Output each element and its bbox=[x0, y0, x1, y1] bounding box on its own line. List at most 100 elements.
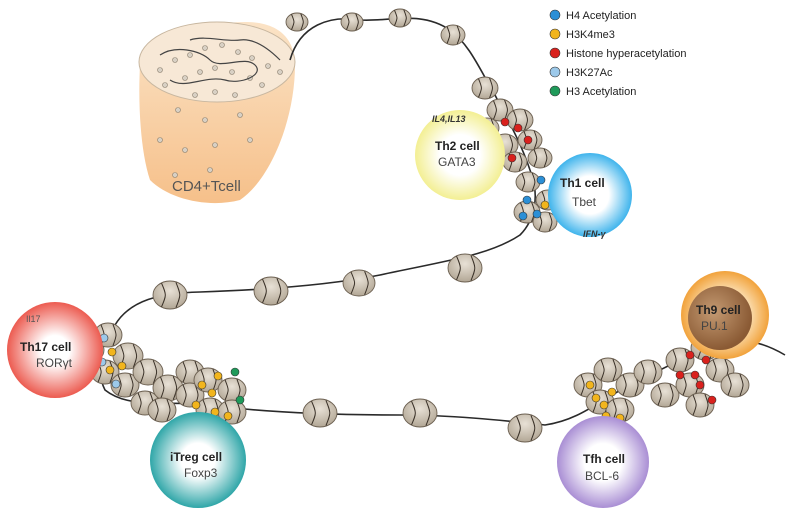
dna-fiber bbox=[99, 17, 786, 426]
nucleosome bbox=[440, 24, 466, 46]
legend-item: Histone hyperacetylation bbox=[549, 47, 686, 60]
nucleosome-dot bbox=[219, 42, 225, 48]
histone-mark bbox=[107, 347, 117, 357]
nucleosome-dot bbox=[259, 82, 265, 88]
nucleosome-dot bbox=[202, 45, 208, 51]
histone-mark bbox=[105, 365, 115, 375]
nucleosome bbox=[447, 253, 483, 283]
histone-mark bbox=[230, 367, 240, 377]
th2-tf: GATA3 bbox=[438, 155, 476, 169]
histone-mark bbox=[522, 195, 532, 205]
th2-cell: IL4,IL13 Th2 cell GATA3 bbox=[415, 110, 505, 200]
legend-swatch bbox=[549, 9, 561, 21]
nucleosome-dot bbox=[197, 69, 203, 75]
nucleosome bbox=[720, 372, 750, 398]
histone-mark bbox=[585, 380, 595, 390]
legend-label: Histone hyperacetylation bbox=[566, 48, 686, 60]
cd4-label: CD4+Tcell bbox=[172, 178, 241, 195]
histone-mark bbox=[518, 211, 528, 221]
histone-mark bbox=[690, 370, 700, 380]
histone-mark bbox=[701, 355, 711, 365]
legend-item: H3 Acetylation bbox=[549, 85, 636, 98]
nucleosome-dot bbox=[212, 89, 218, 95]
tfh-title: Tfh cell bbox=[583, 452, 625, 466]
nucleosome bbox=[527, 147, 553, 169]
nucleosome-dots bbox=[157, 42, 283, 178]
itreg-tf: Foxp3 bbox=[184, 466, 218, 480]
histone-mark bbox=[536, 175, 546, 185]
nucleosome-dot bbox=[232, 92, 238, 98]
nucleosome bbox=[132, 358, 164, 386]
nucleosome-dot bbox=[265, 63, 271, 69]
histone-mark bbox=[540, 200, 550, 210]
th17-cell: Il17 Th17 cell RORγt bbox=[7, 302, 103, 398]
nucleosome bbox=[110, 372, 140, 398]
legend-swatch bbox=[549, 47, 561, 59]
nucleosome-dot bbox=[157, 137, 163, 143]
histone-mark bbox=[707, 395, 717, 405]
histone-mark bbox=[111, 379, 121, 389]
th9-tf: PU.1 bbox=[701, 319, 728, 333]
histone-mark bbox=[599, 400, 609, 410]
histone-mark bbox=[591, 393, 601, 403]
nucleosome-dot bbox=[175, 107, 181, 113]
nucleosome-dot bbox=[172, 172, 178, 178]
cd4-t-cell: CD4+Tcell bbox=[138, 21, 296, 204]
nucleosome-dot bbox=[207, 167, 213, 173]
histone-mark bbox=[513, 123, 523, 133]
legend-swatch bbox=[549, 28, 561, 40]
nucleosome bbox=[507, 413, 543, 443]
histone-mark bbox=[507, 153, 517, 163]
nucleosome bbox=[152, 280, 188, 310]
th1-gene-label: IFN-γ bbox=[583, 229, 606, 239]
nucleosome bbox=[302, 398, 338, 428]
nucleosome bbox=[515, 171, 541, 193]
nucleosome-dot bbox=[212, 65, 218, 71]
histone-mark bbox=[532, 209, 542, 219]
nucleosome-dot bbox=[212, 142, 218, 148]
nucleosome-dot bbox=[202, 117, 208, 123]
nucleosome-dot bbox=[192, 92, 198, 98]
tfh-cell: Tfh cell BCL-6 bbox=[557, 416, 649, 508]
histone-mark bbox=[197, 380, 207, 390]
nucleosome-dot bbox=[277, 69, 283, 75]
histone-mark bbox=[223, 411, 233, 421]
nucleosome-dot bbox=[187, 52, 193, 58]
th1-cell: Th1 cell Tbet IFN-γ bbox=[548, 153, 632, 239]
th17-title: Th17 cell bbox=[20, 340, 71, 354]
th17-gene-label: Il17 bbox=[26, 314, 41, 324]
histone-mark bbox=[191, 400, 201, 410]
nucleosome-dot bbox=[182, 75, 188, 81]
nucleosome bbox=[147, 397, 177, 423]
legend: H4 Acetylation H3K4me3 Histone hyperacet… bbox=[549, 9, 686, 98]
histone-mark bbox=[695, 380, 705, 390]
histone-mark bbox=[685, 350, 695, 360]
histone-mark bbox=[675, 370, 685, 380]
nucleosome bbox=[388, 8, 412, 28]
histone-mark bbox=[235, 395, 245, 405]
nucleosome bbox=[253, 276, 289, 306]
nucleosome bbox=[633, 359, 663, 385]
th17-tf: RORγt bbox=[36, 356, 73, 370]
tfh-tf: BCL-6 bbox=[585, 469, 619, 483]
legend-swatch bbox=[549, 85, 561, 97]
histone-mark bbox=[207, 388, 217, 398]
nucleosome bbox=[486, 98, 514, 122]
legend-item: H3K27Ac bbox=[549, 66, 613, 79]
nucleosome-dot bbox=[247, 137, 253, 143]
legend-item: H3K4me3 bbox=[549, 28, 615, 41]
nucleosome-dot bbox=[229, 69, 235, 75]
histone-mark bbox=[523, 135, 533, 145]
legend-label: H3K27Ac bbox=[566, 67, 613, 79]
itreg-title: iTreg cell bbox=[170, 450, 222, 464]
legend-item: H4 Acetylation bbox=[549, 9, 636, 22]
nucleosome bbox=[285, 12, 309, 32]
legend-label: H3K4me3 bbox=[566, 29, 615, 41]
nucleosome bbox=[342, 269, 376, 297]
histone-mark bbox=[500, 117, 510, 127]
nucleosome bbox=[471, 76, 499, 100]
histone-mark bbox=[607, 387, 617, 397]
nucleosome-dot bbox=[157, 67, 163, 73]
th2-gene-label: IL4,IL13 bbox=[432, 114, 466, 124]
th1-tf: Tbet bbox=[572, 195, 597, 209]
